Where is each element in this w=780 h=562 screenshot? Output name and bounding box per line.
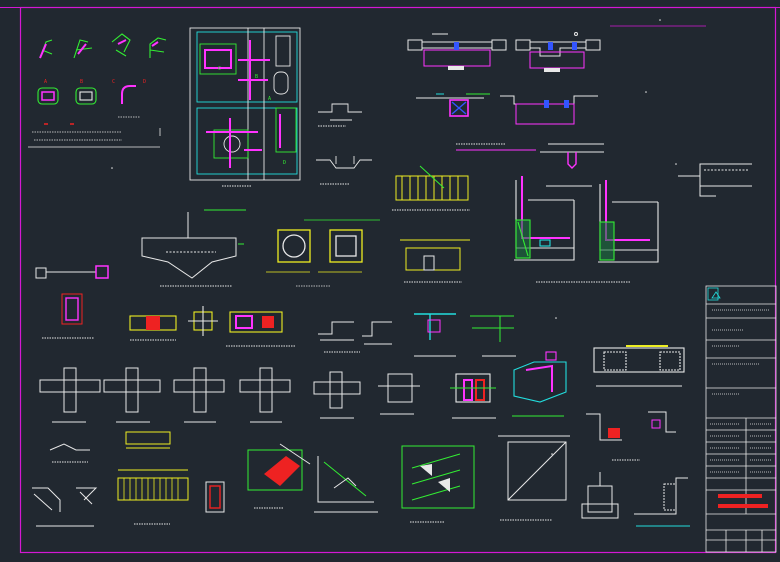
beam-column-joint-details	[129, 306, 296, 347]
gusset-plate-detail	[247, 443, 311, 509]
slab-step-detail	[500, 95, 604, 187]
corbel-detail	[141, 209, 246, 287]
opening-frame-detail	[498, 435, 570, 521]
small-left-details	[35, 265, 109, 339]
foundation-details	[581, 472, 690, 527]
bottom-left-details	[32, 443, 98, 527]
detail-mark-a: A	[44, 79, 47, 85]
shaft-plan-marks: B C A D	[218, 66, 286, 166]
svg-text:A: A	[268, 96, 271, 102]
detail-mark-b: B	[80, 79, 83, 85]
title-block	[705, 285, 777, 553]
svg-text:D: D	[283, 160, 286, 166]
detail-mark-c: C	[112, 79, 115, 85]
box-section-detail	[416, 93, 536, 151]
stair-reinforcement-detail	[392, 165, 470, 283]
diagonal-brace-detail	[314, 456, 378, 513]
yellow-hatched-beams	[117, 431, 225, 525]
svg-text:C: C	[218, 66, 221, 72]
right-edge-section	[678, 163, 752, 197]
wall-joint-details	[407, 32, 601, 72]
stiffener-details	[586, 411, 676, 461]
bent-bar-details	[37, 33, 167, 105]
shaft-plan-detail	[189, 27, 301, 181]
detail-mark-d: D	[143, 79, 146, 85]
beam-seat-details	[318, 313, 516, 357]
colored-joint-details	[450, 345, 685, 419]
stair-stringer-detail	[401, 445, 475, 523]
detail-mark-labels: A B C D	[44, 79, 146, 85]
column-tube-sections	[266, 219, 380, 287]
stray-points	[111, 91, 677, 455]
svg-text:B: B	[255, 74, 258, 80]
triangle-logo-icon	[711, 291, 721, 299]
retaining-wall-details	[514, 176, 659, 283]
beam-section-sketches	[316, 103, 372, 185]
cross-joint-details	[39, 367, 420, 423]
